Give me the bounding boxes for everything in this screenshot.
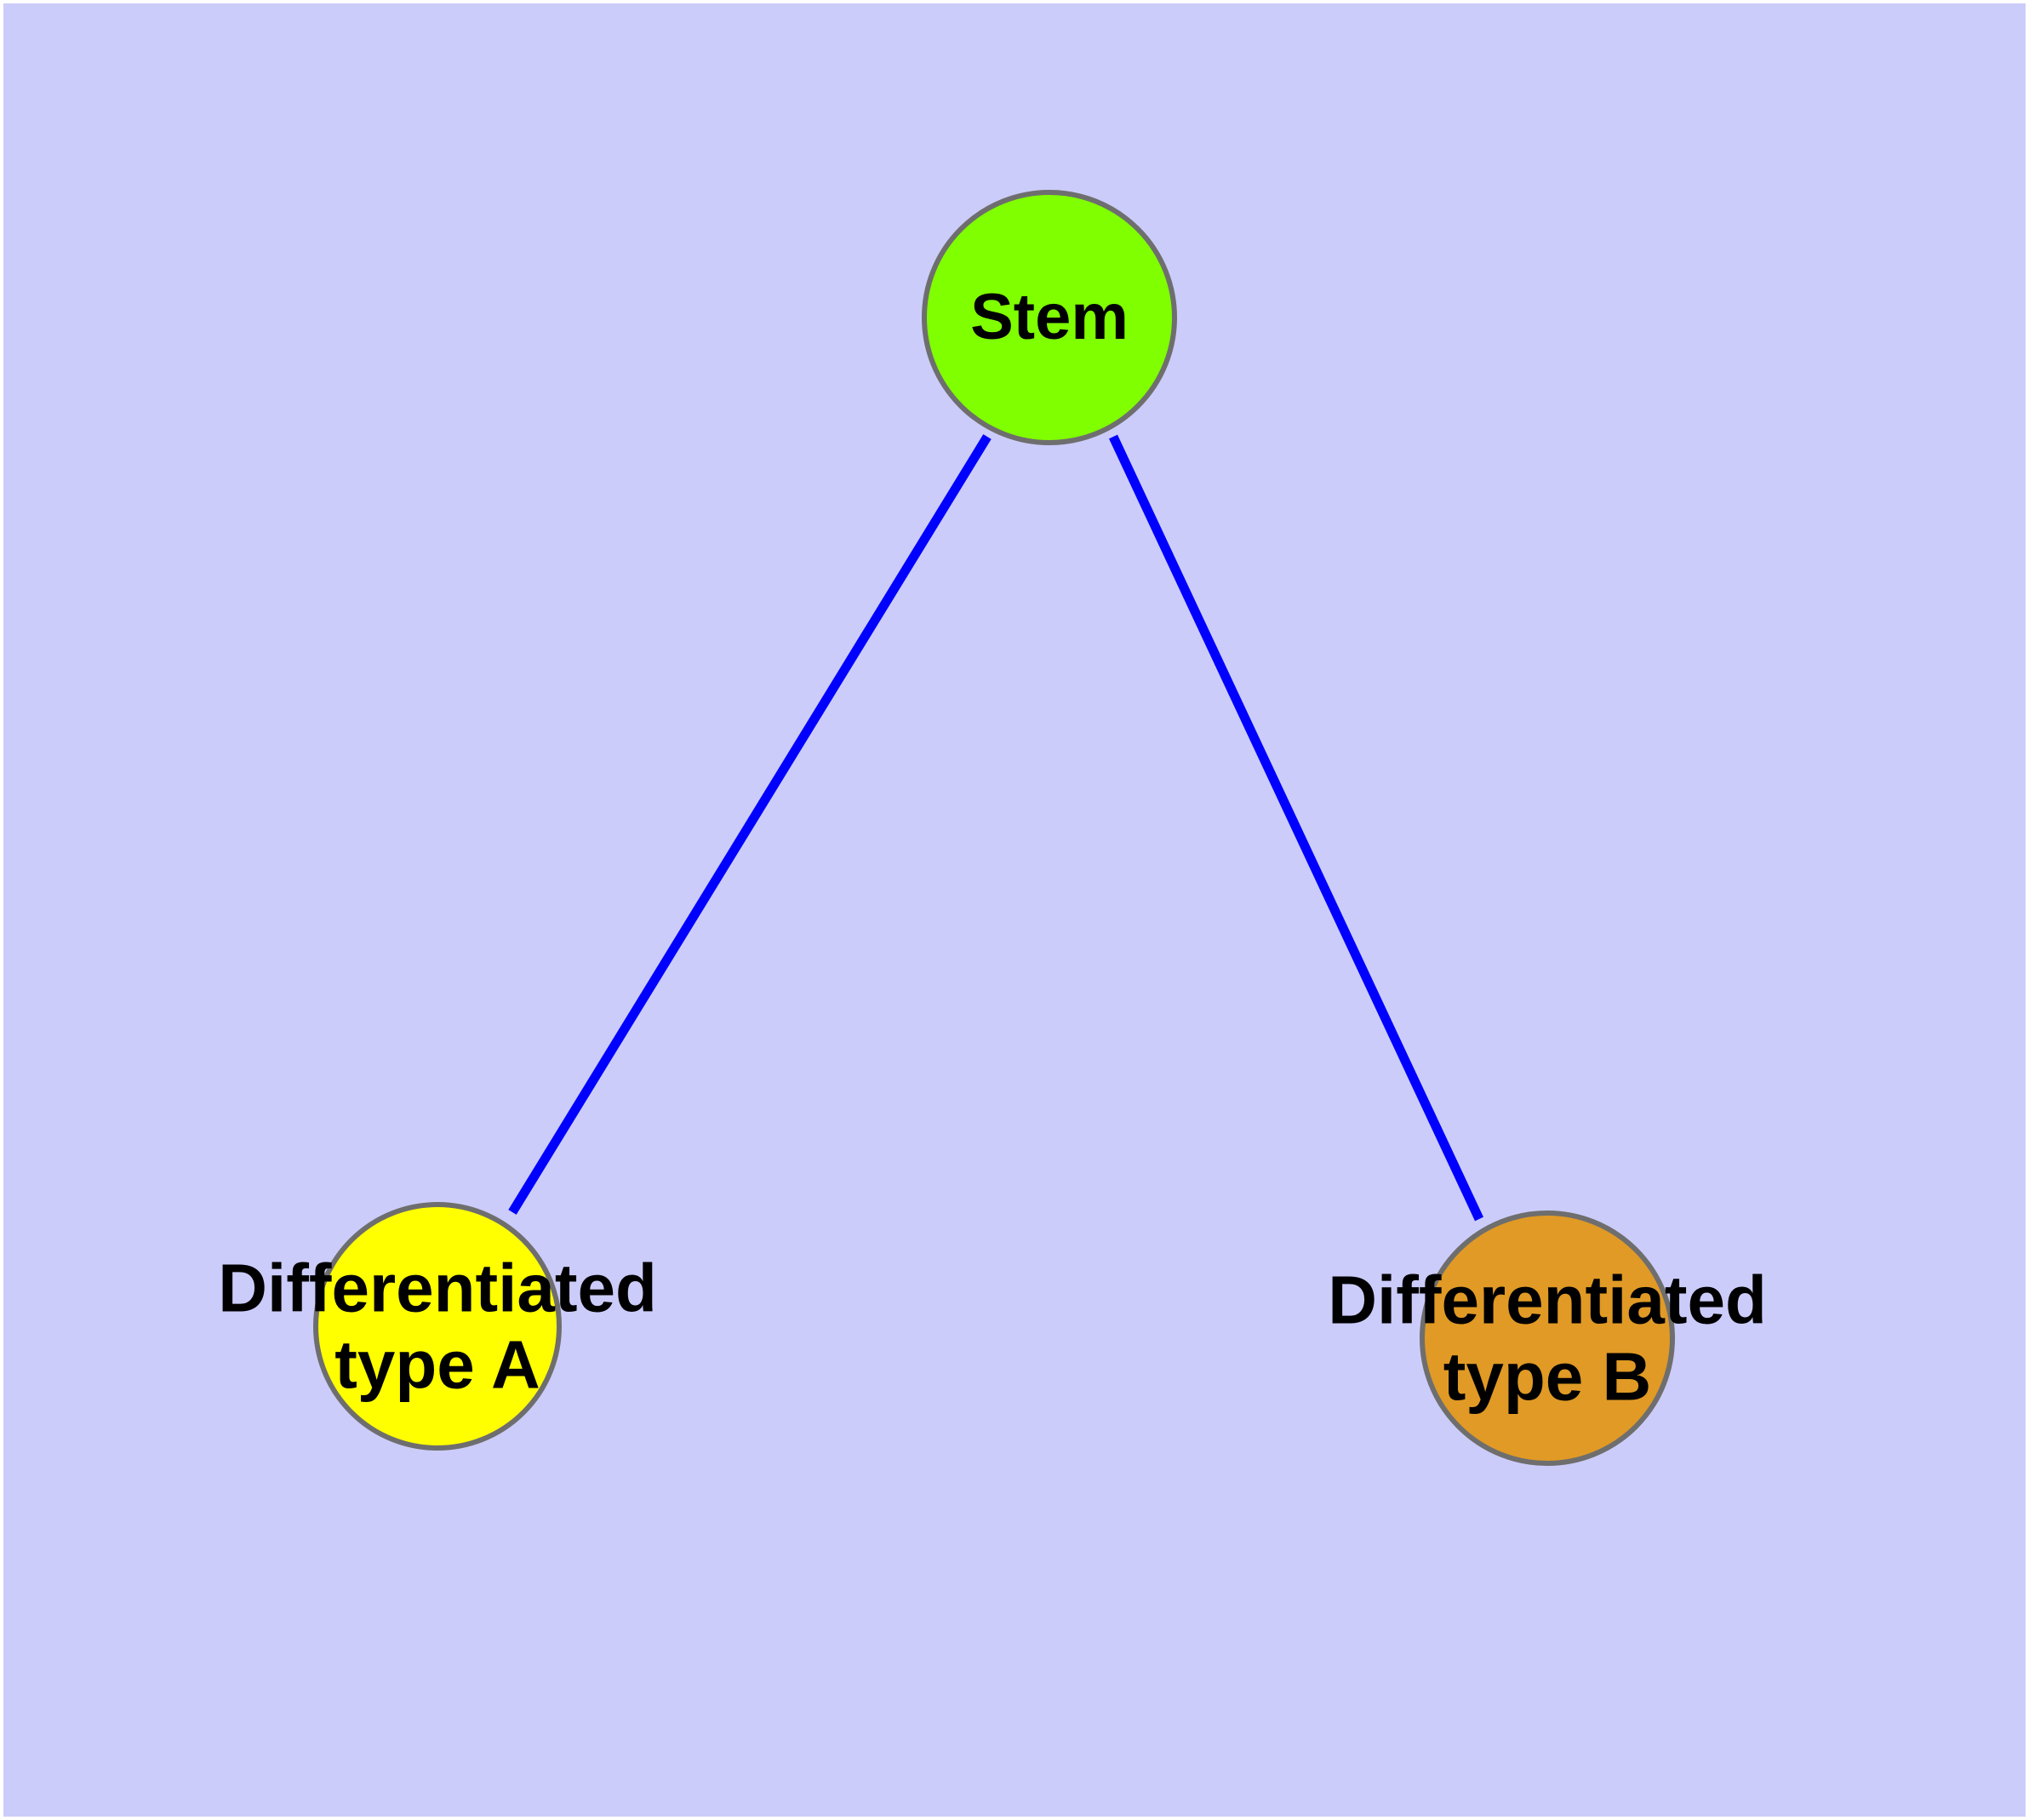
edge-stem-to-differentiated-type-a: [508, 434, 992, 1215]
edge-stem-to-differentiated-type-b: [1109, 434, 1483, 1222]
node-stem[interactable]: [922, 190, 1177, 445]
node-differentiated-type-a[interactable]: [313, 1202, 562, 1451]
node-differentiated-type-b[interactable]: [1420, 1210, 1675, 1466]
